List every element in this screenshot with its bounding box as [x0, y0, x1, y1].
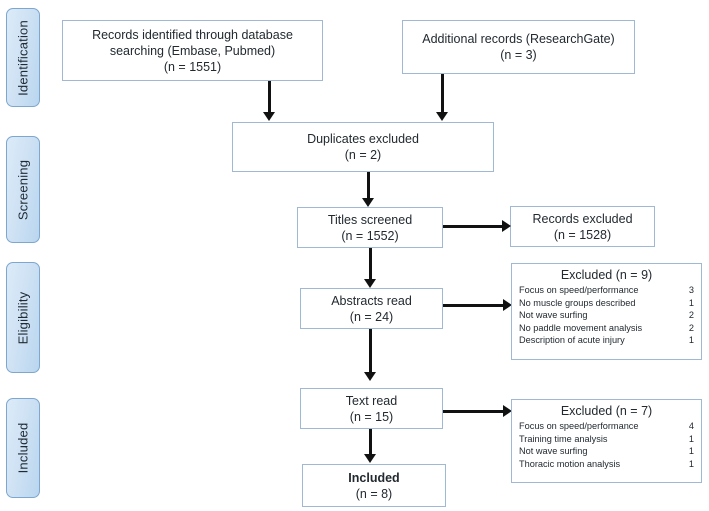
excluded-abstracts-row: Focus on speed/performance 3 [519, 284, 694, 297]
node-included-line1: Included [348, 470, 400, 485]
connector-abstracts-to-text-line [369, 329, 372, 373]
node-additional-records-line2: (n = 3) [500, 48, 537, 62]
connector-text-to-excluded-arrow [503, 405, 512, 417]
node-text-read: Text read (n = 15) [300, 388, 443, 429]
stage-tab-identification: Identification [6, 8, 40, 107]
excluded-fulltext-reason: Focus on speed/performance [519, 421, 639, 431]
connector-duplicates-to-titles-arrow [362, 198, 374, 207]
node-records-excluded-line1: Records excluded [532, 211, 633, 226]
node-titles-screened-line2: (n = 1552) [341, 228, 399, 243]
node-abstracts-read-line2: (n = 24) [349, 309, 394, 324]
excluded-fulltext-reason: Training time analysis [519, 433, 608, 444]
excluded-abstracts-reason: No paddle movement analysis [519, 322, 643, 333]
excluded-abstracts-row: Description of acute injury 1 [519, 334, 694, 347]
connector-additional-to-duplicates-line [441, 74, 444, 113]
excluded-fulltext-box: Excluded (n = 7) Focus on speed/performa… [511, 399, 702, 483]
stage-tab-eligibility-label: Eligibility [15, 291, 31, 344]
excluded-abstracts-count: 2 [688, 322, 694, 333]
node-included-line2: (n = 8) [355, 486, 393, 501]
stage-tab-screening-label: Screening [15, 159, 31, 220]
node-titles-screened-line1: Titles screened [327, 212, 413, 227]
excluded-abstracts-reason: Not wave surfing [519, 310, 588, 321]
node-database-search: Records identified through database sear… [62, 20, 323, 81]
connector-additional-to-duplicates-arrow [436, 112, 448, 121]
excluded-fulltext-row: Thoracic motion analysis 1 [519, 458, 694, 471]
excluded-abstracts-count: 2 [688, 310, 694, 321]
node-duplicates-excluded: Duplicates excluded (n = 2) [232, 122, 494, 172]
node-text-read-line1: Text read [345, 393, 398, 408]
excluded-abstracts-reason: Description of acute injury [519, 335, 625, 346]
excluded-fulltext-count: 1 [688, 446, 694, 457]
stage-tab-included-label: Included [15, 422, 31, 474]
excluded-fulltext-count: 4 [688, 421, 694, 431]
connector-text-to-included-arrow [364, 454, 376, 463]
connector-abstracts-to-text-arrow [364, 372, 376, 381]
connector-duplicates-to-titles-line [367, 172, 370, 199]
excluded-fulltext-reason: Thoracic motion analysis [519, 458, 621, 469]
node-records-excluded: Records excluded (n = 1528) [510, 206, 655, 247]
excluded-abstracts-reason: No muscle groups described [519, 297, 636, 308]
excluded-fulltext-row: Training time analysis 1 [519, 433, 694, 446]
connector-titles-to-excluded-arrow [502, 220, 511, 232]
excluded-abstracts-reason: Focus on speed/performance [519, 285, 639, 295]
node-additional-records: Additional records (ResearchGate) (n = 3… [402, 20, 635, 74]
excluded-abstracts-row: No muscle groups described 1 [519, 297, 694, 310]
node-duplicates-excluded-line2: (n = 2) [344, 148, 382, 162]
excluded-abstracts-count: 1 [688, 335, 694, 346]
excluded-abstracts-row: Not wave surfing 2 [519, 309, 694, 322]
excluded-abstracts-count: 1 [688, 297, 694, 308]
excluded-fulltext-reason: Not wave surfing [519, 446, 588, 457]
stage-tab-screening: Screening [6, 136, 40, 243]
node-records-excluded-line2: (n = 1528) [553, 227, 612, 242]
excluded-fulltext-title: Excluded (n = 7) [560, 404, 653, 418]
connector-text-to-included-line [369, 429, 372, 455]
excluded-fulltext-count: 1 [688, 433, 694, 444]
node-titles-screened: Titles screened (n = 1552) [297, 207, 443, 248]
excluded-abstracts-box: Excluded (n = 9) Focus on speed/performa… [511, 263, 702, 360]
connector-search-to-duplicates-arrow [263, 112, 275, 121]
node-abstracts-read: Abstracts read (n = 24) [300, 288, 443, 329]
excluded-fulltext-row: Focus on speed/performance 4 [519, 420, 694, 433]
excluded-fulltext-row: Not wave surfing 1 [519, 445, 694, 458]
node-included: Included (n = 8) [302, 464, 446, 507]
connector-titles-to-abstracts-line [369, 248, 372, 280]
excluded-abstracts-row: No paddle movement analysis 2 [519, 322, 694, 335]
node-duplicates-excluded-line1: Duplicates excluded [307, 132, 419, 146]
node-additional-records-line1: Additional records (ResearchGate) [422, 32, 615, 46]
node-database-search-line3: (n = 1551) [163, 59, 222, 74]
node-abstracts-read-line1: Abstracts read [331, 293, 412, 308]
connector-search-to-duplicates-line [268, 81, 271, 113]
node-database-search-line2: searching (Embase, Pubmed) [109, 43, 276, 58]
excluded-fulltext-count: 1 [688, 458, 694, 469]
excluded-abstracts-count: 3 [688, 285, 694, 295]
stage-tab-eligibility: Eligibility [6, 262, 40, 373]
connector-titles-to-excluded-line [443, 225, 503, 228]
stage-tab-included: Included [6, 398, 40, 498]
connector-abstracts-to-excluded-line [443, 304, 505, 307]
node-text-read-line2: (n = 15) [349, 409, 394, 424]
excluded-abstracts-title: Excluded (n = 9) [560, 268, 653, 282]
connector-text-to-excluded-line [443, 410, 505, 413]
connector-abstracts-to-excluded-arrow [503, 299, 512, 311]
connector-titles-to-abstracts-arrow [364, 279, 376, 288]
stage-tab-identification-label: Identification [15, 19, 31, 96]
node-database-search-line1: Records identified through database [92, 27, 293, 42]
